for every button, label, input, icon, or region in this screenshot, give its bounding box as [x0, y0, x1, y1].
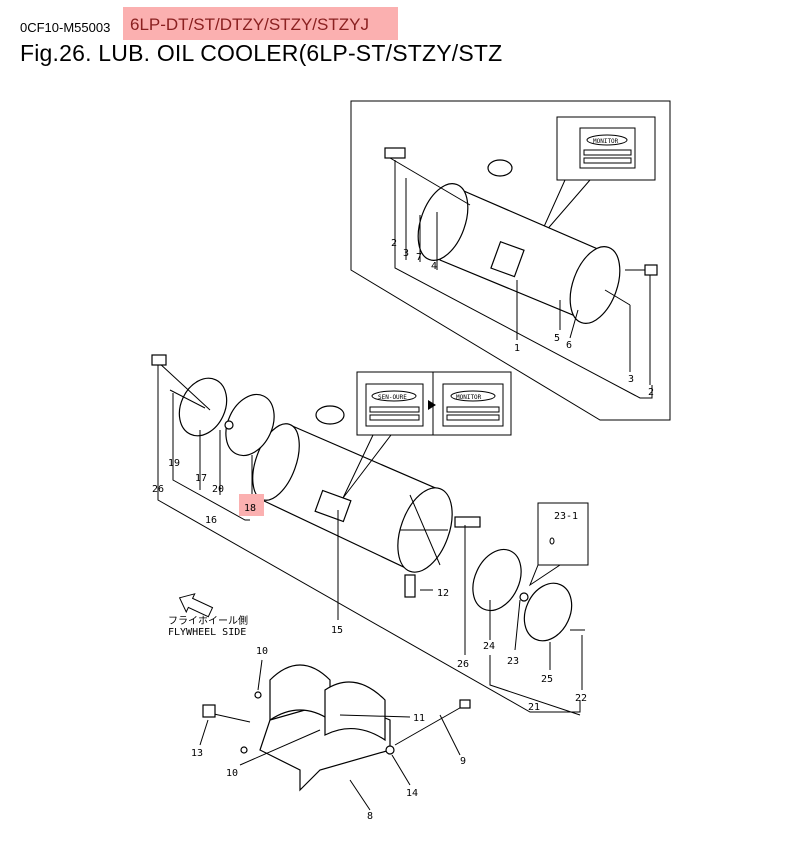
plate-change-callout: SEN-OURE MONITOR	[342, 371, 512, 499]
callout[interactable]: 6	[566, 340, 572, 351]
callout[interactable]: 22	[575, 693, 587, 704]
callout[interactable]: 11	[413, 713, 425, 724]
flywheel-arrow-icon	[178, 593, 214, 618]
monitor-plate-text: MONITOR	[456, 394, 482, 401]
inset-leaders	[394, 160, 653, 399]
callout[interactable]: 26	[152, 484, 164, 495]
callout[interactable]: 9	[460, 756, 466, 767]
figure-title: Fig.26. LUB. OIL COOLER(6LP-ST/STZY/STZ	[20, 40, 503, 66]
inset-frame	[350, 100, 671, 421]
callout[interactable]: 8	[367, 811, 373, 822]
flywheel-side-jp-label: フライホイール側	[168, 614, 248, 627]
callout[interactable]: 3	[628, 374, 634, 385]
callout[interactable]: 23-1	[554, 511, 578, 522]
main-leaders	[157, 365, 583, 811]
callout[interactable]: 2	[391, 238, 397, 249]
callout[interactable]: 10	[226, 768, 238, 779]
callout[interactable]: 25	[541, 674, 553, 685]
inset-monitor-plate: MONITOR	[537, 116, 656, 241]
monitor-inset-text: MONITOR	[593, 138, 619, 145]
callout[interactable]: 26	[457, 659, 469, 670]
sen-oure-plate-text: SEN-OURE	[378, 394, 407, 401]
bracket-assembly	[202, 664, 471, 792]
callout[interactable]: 17	[195, 473, 207, 484]
arrow-right-icon	[428, 400, 436, 410]
callout[interactable]: 2	[648, 387, 654, 398]
model-list-highlight: 6LP-DT/ST/DTZY/STZY/STZYJ	[123, 7, 398, 40]
highlight-part-18	[239, 494, 264, 516]
flywheel-side-en-label: FLYWHEEL SIDE	[168, 627, 246, 638]
callout[interactable]: 19	[168, 458, 180, 469]
callout[interactable]: 21	[528, 702, 540, 713]
callout[interactable]: 15	[331, 625, 343, 636]
callout[interactable]: 4	[431, 261, 437, 272]
callout[interactable]: 13	[191, 748, 203, 759]
callout[interactable]: 14	[406, 788, 418, 799]
callout-18-highlighted[interactable]: 18	[244, 503, 256, 514]
callout[interactable]: 12	[437, 588, 449, 599]
callout-labels: 2 3 7 4 1 5 6 3 2 26 19 17 20 18 16 15 1…	[152, 238, 654, 822]
callout[interactable]: 10	[256, 646, 268, 657]
inset-oil-cooler	[384, 147, 658, 324]
callout[interactable]: 24	[483, 641, 495, 652]
callout[interactable]: 23	[507, 656, 519, 667]
callout[interactable]: 3	[403, 248, 409, 259]
callout[interactable]: 5	[554, 333, 560, 344]
callout[interactable]: 20	[212, 484, 224, 495]
main-oil-cooler	[252, 405, 481, 598]
document-code: 0CF10-M55003	[20, 20, 111, 35]
callout[interactable]: 7	[416, 252, 422, 263]
callout[interactable]: 1	[514, 343, 520, 354]
right-covers	[472, 502, 589, 642]
left-covers	[151, 354, 275, 457]
callout[interactable]: 16	[205, 515, 217, 526]
